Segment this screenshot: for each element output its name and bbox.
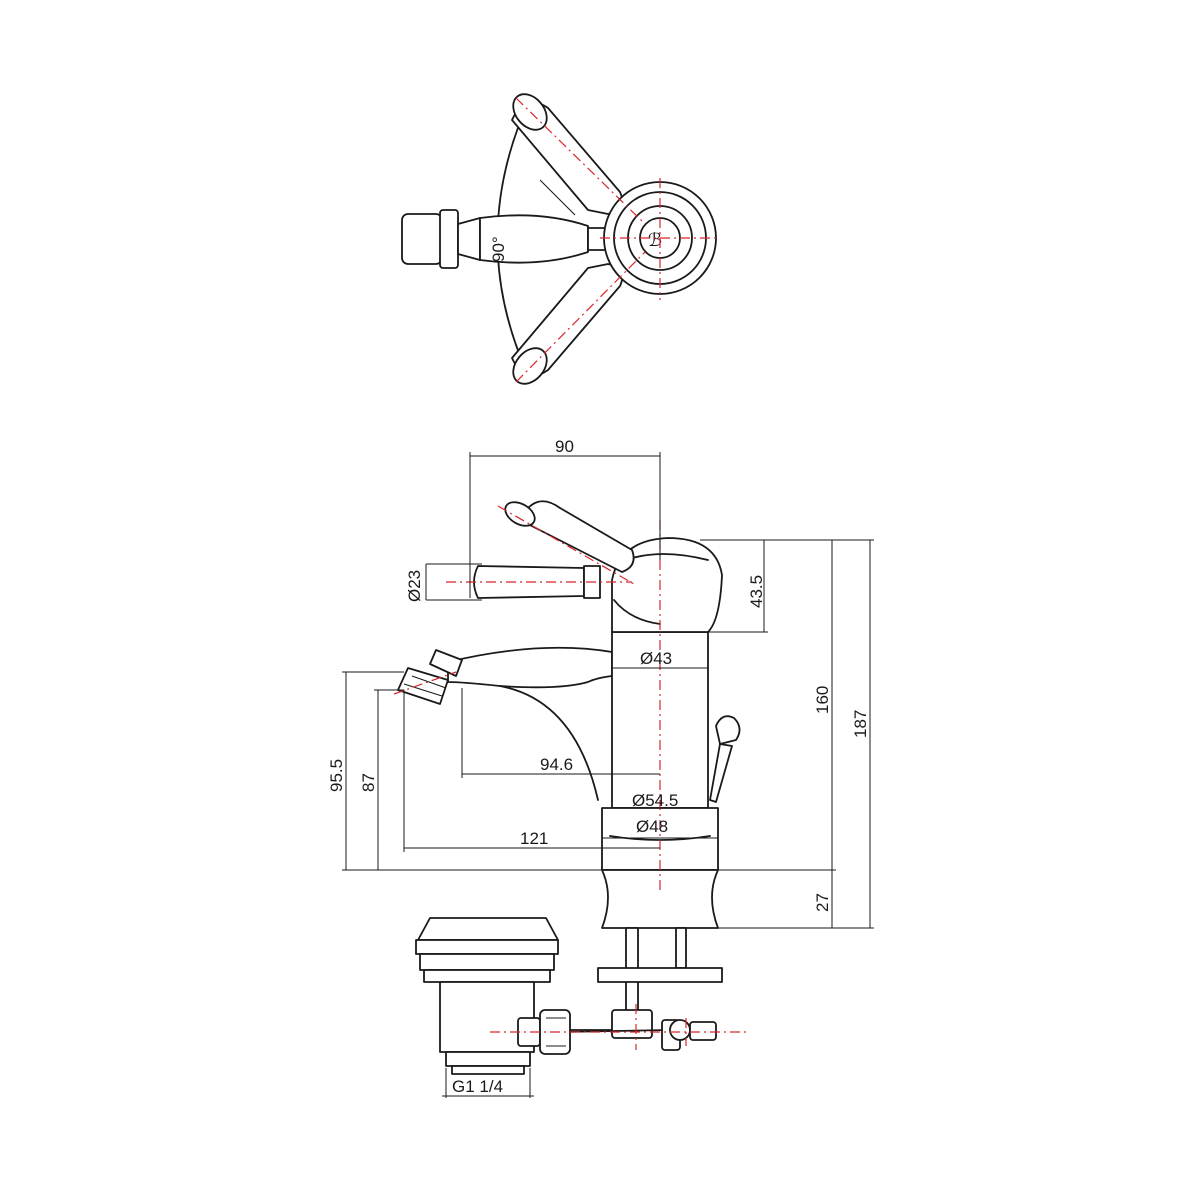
upper-lever-side	[504, 500, 635, 573]
side-view	[393, 500, 748, 1075]
dim-187-label: 187	[851, 710, 870, 738]
dim-160-label: 160	[813, 686, 832, 714]
dim-body-dia-label: Ø43	[640, 649, 672, 668]
dim-121-label: 121	[520, 829, 548, 848]
spout	[447, 646, 613, 689]
upper-lever-top	[511, 93, 624, 215]
dimension-lines	[342, 452, 874, 1098]
brand-monogram: ℬ	[648, 230, 662, 250]
left-handle-top	[401, 209, 617, 269]
dimension-labels: 90 Ø23 43.5 Ø43 160 187 95.5 87 94.6 Ø54…	[327, 437, 870, 1096]
base-flange	[601, 869, 719, 929]
dim-90-label: 90	[555, 437, 574, 456]
dim-87-label: 87	[359, 773, 378, 792]
dim-95-5-label: 95.5	[327, 759, 346, 792]
top-view: ℬ 90°	[401, 93, 720, 385]
mounting-kit	[559, 927, 723, 1051]
angle-label: 90°	[489, 236, 508, 262]
dim-handle-dia-label: Ø23	[405, 570, 424, 602]
dim-base-dia-inner-label: Ø48	[636, 817, 668, 836]
dim-43-5-label: 43.5	[747, 575, 766, 608]
lower-lever-top	[511, 263, 624, 385]
popup-knob-side	[709, 715, 741, 803]
dim-94-6-label: 94.6	[540, 755, 573, 774]
dim-27-label: 27	[813, 893, 832, 912]
spout-nozzle	[397, 649, 463, 705]
dim-base-dia-outer-label: Ø54.5	[632, 791, 678, 810]
thread-size-label: G1 1/4	[452, 1077, 503, 1096]
popup-waste	[415, 917, 613, 1075]
